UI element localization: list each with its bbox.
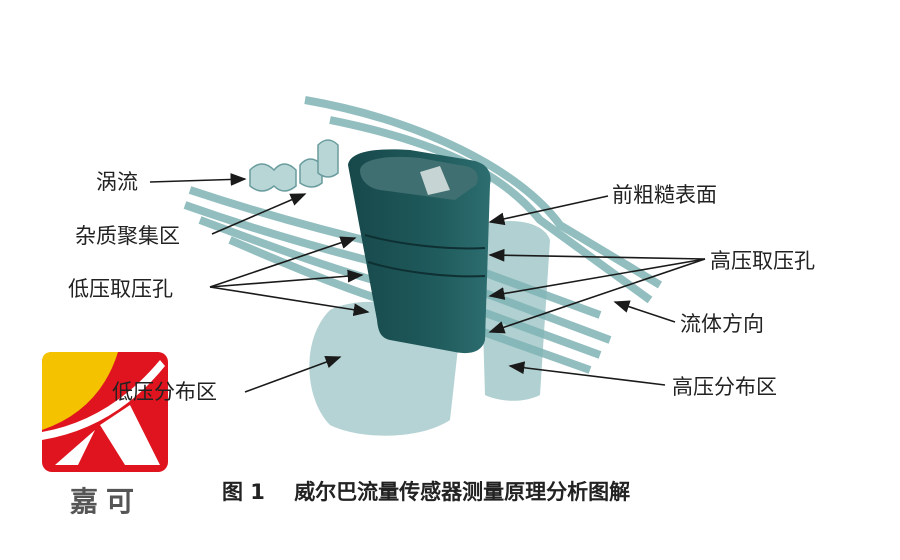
- arrows: [149, 173, 706, 393]
- logo-text: 嘉可: [70, 485, 143, 518]
- label-vortex: 涡流: [96, 170, 138, 194]
- label-front-rough-surface: 前粗糙表面: [612, 183, 717, 207]
- logo: [42, 352, 168, 472]
- label-impurity-zone: 杂质聚集区: [75, 224, 180, 248]
- figure-number: 图 1: [222, 480, 265, 504]
- high-pressure-zone-shape: [480, 220, 550, 401]
- figure-caption: 图 1 威尔巴流量传感器测量原理分析图解: [222, 476, 630, 506]
- label-low-pressure-taps: 低压取压孔: [68, 277, 173, 301]
- figure-title: 威尔巴流量传感器测量原理分析图解: [294, 480, 631, 504]
- label-low-pressure-zone: 低压分布区: [112, 380, 217, 404]
- label-flow-direction: 流体方向: [680, 312, 764, 336]
- sensor-body: [348, 149, 491, 354]
- label-high-pressure-zone: 高压分布区: [672, 375, 777, 399]
- label-high-pressure-taps: 高压取压孔: [710, 249, 815, 273]
- vortex-shape: [249, 139, 339, 192]
